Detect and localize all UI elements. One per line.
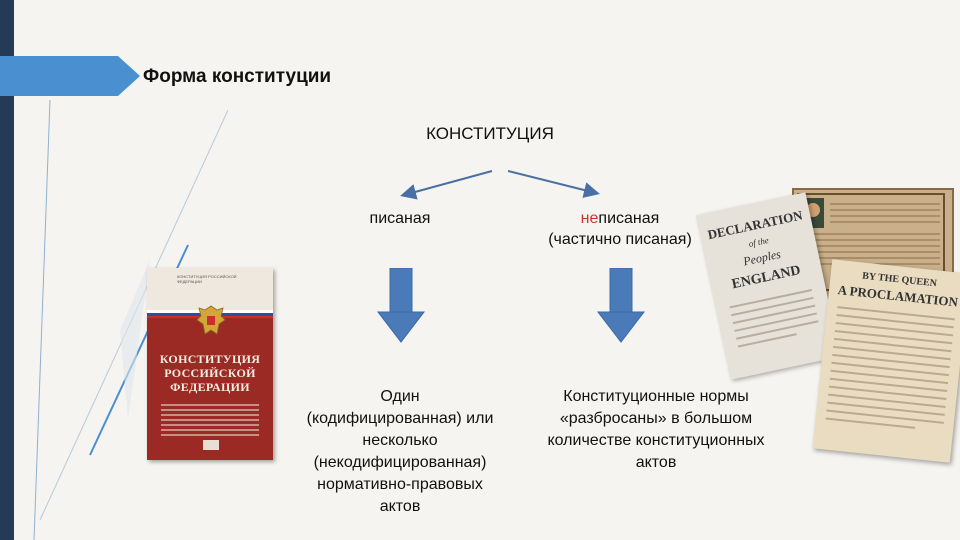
- written-desc-line: Один: [380, 388, 420, 405]
- left-accent-bar: [0, 0, 14, 540]
- written-desc-line: нормативно-правовых: [317, 476, 483, 493]
- book-small-print: [161, 404, 259, 439]
- unwritten-desc-line: актов: [635, 454, 677, 471]
- book-title-line: ФЕДЕРАЦИИ: [170, 380, 250, 394]
- book-title: КОНСТИТУЦИЯ РОССИЙСКОЙ ФЕДЕРАЦИИ: [153, 352, 267, 394]
- proclamation-document-image: BY THE QUEEN A PROCLAMATION: [812, 259, 960, 463]
- title-tab-shape: [0, 56, 140, 96]
- written-desc-line: (кодифицированная) или: [306, 410, 494, 427]
- unwritten-rest: писаная: [598, 210, 660, 227]
- branch-arrows: [400, 170, 600, 200]
- book-header-text: КОНСТИТУЦИЯ РОССИЙСКОЙ ФЕДЕРАЦИИ: [177, 274, 237, 284]
- root-node-constitution: КОНСТИТУЦИЯ: [426, 124, 554, 143]
- unwritten-desc-line: Конституционные нормы: [563, 388, 749, 405]
- double-headed-eagle-icon: [196, 305, 226, 335]
- russian-constitution-book-image: КОНСТИТУЦИЯ РОССИЙСКОЙ ФЕДЕРАЦИИ КОНСТИТ…: [147, 268, 273, 460]
- written-desc-line: несколько: [362, 432, 438, 449]
- book-top-panel: КОНСТИТУЦИЯ РОССИЙСКОЙ ФЕДЕРАЦИИ: [147, 268, 273, 310]
- written-description: Один (кодифицированная) или несколько (н…: [292, 386, 508, 518]
- book-title-line: КОНСТИТУЦИЯ: [159, 352, 261, 366]
- slide-title: Форма конституции: [143, 66, 332, 87]
- unwritten-prefix: не: [580, 210, 599, 227]
- written-down-arrow: [376, 268, 426, 343]
- written-desc-line: актов: [379, 498, 421, 515]
- book-title-line: РОССИЙСКОЙ: [164, 366, 256, 380]
- publisher-logo-icon: [203, 440, 219, 450]
- historical-documents-collage: DECLARATION of the Peoples ENGLAND BY TH…: [695, 188, 960, 468]
- unwritten-note: (частично писаная): [548, 231, 692, 248]
- unwritten-desc-line: «разбросаны» в большом: [559, 410, 753, 427]
- left-branch-arrow: [400, 170, 493, 200]
- unwritten-desc-line: количестве конституционных: [547, 432, 765, 449]
- branch-written-label: писаная: [369, 210, 431, 227]
- branch-unwritten-label: неписаная (частично писаная): [520, 208, 720, 250]
- right-branch-arrow: [507, 170, 600, 198]
- unwritten-down-arrow: [596, 268, 646, 343]
- written-desc-line: (некодифицированная): [313, 454, 487, 471]
- unwritten-description: Конституционные нормы «разбросаны» в бол…: [528, 386, 784, 474]
